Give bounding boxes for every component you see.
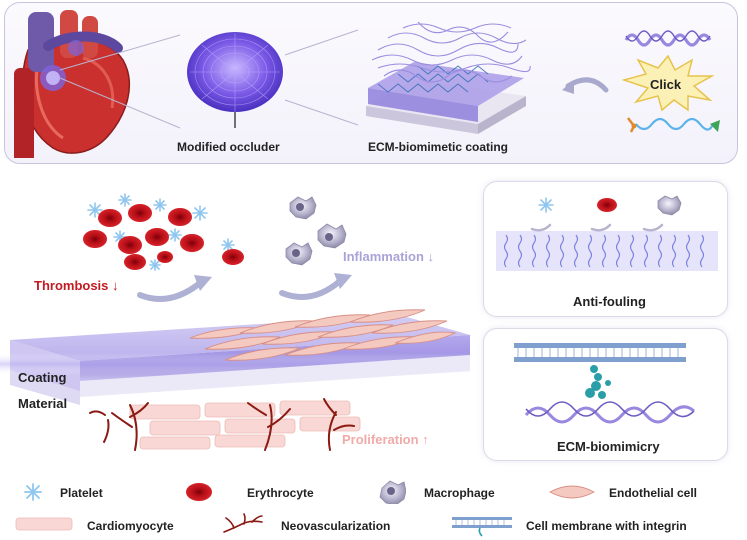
legend-endothelial-label: Endothelial cell bbox=[609, 486, 698, 500]
heart-illustration bbox=[14, 10, 131, 158]
coating-layer-label: Coating bbox=[18, 370, 67, 385]
legend: Platelet Erythrocyte Macrophage Endothel… bbox=[0, 476, 747, 540]
macrophage-icon bbox=[379, 480, 406, 504]
inflammation-arrow-icon bbox=[279, 278, 343, 300]
erythrocyte-icon bbox=[186, 483, 212, 501]
endothelial-cell-icon bbox=[549, 485, 595, 499]
integrin-icon bbox=[585, 365, 611, 399]
cardiomyocyte-layer bbox=[129, 400, 361, 450]
proliferation-label: Proliferation ↑ bbox=[342, 432, 429, 447]
platelet-cluster bbox=[87, 193, 235, 271]
functional-strand-icon bbox=[627, 117, 720, 133]
endothelial-layer bbox=[189, 309, 457, 361]
cardiomyocyte-icon bbox=[15, 517, 73, 531]
ecm-coating-illustration bbox=[366, 21, 531, 134]
erythrocyte-cluster bbox=[83, 204, 244, 270]
legend-cardiomyocyte-label: Cardiomyocyte bbox=[87, 519, 174, 533]
cell-membrane-integrin-icon bbox=[452, 517, 512, 537]
biomimicry-illustration bbox=[514, 343, 695, 424]
reaction-arrow-icon bbox=[562, 77, 609, 94]
ecm-helix bbox=[524, 401, 695, 424]
coating-label: ECM-biomimetic coating bbox=[368, 140, 509, 154]
connector-lines bbox=[59, 29, 359, 129]
cell-membrane bbox=[514, 343, 686, 362]
biomimicry-label: ECM-biomimicry bbox=[557, 439, 660, 454]
legend-membrane-label: Cell membrane with integrin bbox=[526, 519, 687, 533]
thrombosis-label: Thrombosis ↓ bbox=[34, 278, 119, 293]
middle-scene bbox=[0, 193, 470, 451]
legend-platelet-label: Platelet bbox=[60, 486, 103, 500]
click-label: Click bbox=[650, 77, 682, 92]
legend-macrophage-label: Macrophage bbox=[424, 486, 495, 500]
thrombosis-arrow-icon bbox=[137, 280, 203, 302]
platelet-icon bbox=[24, 483, 42, 501]
occluder-illustration bbox=[187, 32, 283, 128]
neovascularization-icon bbox=[223, 513, 263, 533]
legend-neovascularization-label: Neovascularization bbox=[281, 519, 391, 533]
antifouling-label: Anti-fouling bbox=[573, 294, 646, 309]
click-burst-icon bbox=[622, 54, 714, 112]
material-layer-label: Material bbox=[18, 396, 68, 411]
macrophage-cluster bbox=[285, 196, 347, 266]
antifouling-illustration bbox=[496, 195, 718, 271]
occluder-label: Modified occluder bbox=[177, 140, 280, 154]
ecm-strand-icon bbox=[624, 30, 712, 47]
inflammation-label: Inflammation ↓ bbox=[343, 249, 435, 264]
neovascularization-layer bbox=[89, 398, 355, 451]
legend-erythrocyte-label: Erythrocyte bbox=[247, 486, 314, 500]
